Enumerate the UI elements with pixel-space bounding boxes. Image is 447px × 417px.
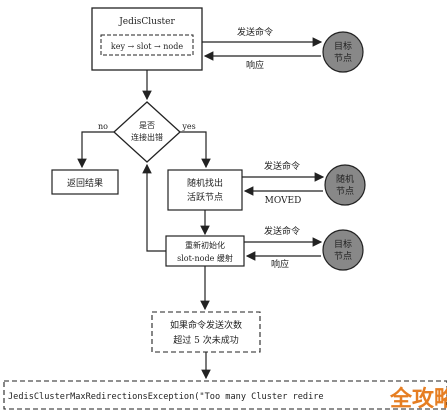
target-node-top-line1: 目标 (334, 40, 352, 52)
response-bottom-label: 响应 (271, 258, 289, 270)
target-node-bottom: 目标 节点 (322, 229, 364, 271)
jedis-cluster-title: JedisCluster (118, 17, 175, 27)
exception-text: JedisClusterMaxRedirectionsException("To… (8, 392, 324, 402)
decision-diamond: 是否 连接出错 (113, 101, 181, 163)
send-command-mid-label: 发送命令 (264, 160, 300, 172)
target-node-bottom-line2: 节点 (334, 251, 352, 262)
yes-branch-arrow (180, 131, 211, 169)
random-node-line1: 随机 (336, 173, 354, 185)
reinit-line1: 重新初始化 (185, 240, 225, 250)
loop-back-arrow (142, 163, 166, 252)
random-node-box: 随机找出 活跃节点 (167, 169, 243, 211)
random-node-box-line1: 随机找出 (187, 177, 223, 189)
exception-box: JedisClusterMaxRedirectionsException("To… (3, 380, 447, 410)
target-node-bottom-line1: 目标 (334, 238, 352, 250)
reinit-line2: slot-node 缓射 (177, 253, 233, 263)
jedis-cluster-box: JedisCluster key → slot → node (91, 7, 203, 71)
target-node-top: 目标 节点 (322, 31, 364, 73)
key-slot-node-mapping: key → slot → node (111, 42, 183, 51)
no-label: no (98, 122, 108, 131)
random-node: 随机 节点 (324, 164, 366, 206)
reinit-box: 重新初始化 slot-node 缓射 (165, 235, 245, 267)
decision-line2: 连接出错 (131, 132, 163, 142)
decision-line1: 是否 (139, 121, 155, 130)
response-top-label: 响应 (246, 59, 264, 71)
no-branch-arrow (77, 131, 114, 169)
retry-line1: 如果命令发送次数 (170, 319, 242, 331)
send-command-top-label: 发送命令 (237, 26, 273, 38)
watermark-logo: 全攻略 (389, 386, 447, 412)
return-result-box: 返回结果 (51, 169, 119, 195)
random-node-line2: 节点 (336, 186, 354, 197)
retry-box: 如果命令发送次数 超过 5 次未成功 (151, 311, 261, 353)
random-node-box-line2: 活跃节点 (187, 191, 223, 203)
yes-label: yes (181, 122, 195, 131)
send-command-bottom-label: 发送命令 (264, 225, 300, 237)
return-result-label: 返回结果 (67, 177, 103, 189)
retry-line2: 超过 5 次未成功 (173, 334, 238, 346)
moved-label: MOVED (265, 196, 302, 206)
target-node-top-line2: 节点 (334, 53, 352, 64)
